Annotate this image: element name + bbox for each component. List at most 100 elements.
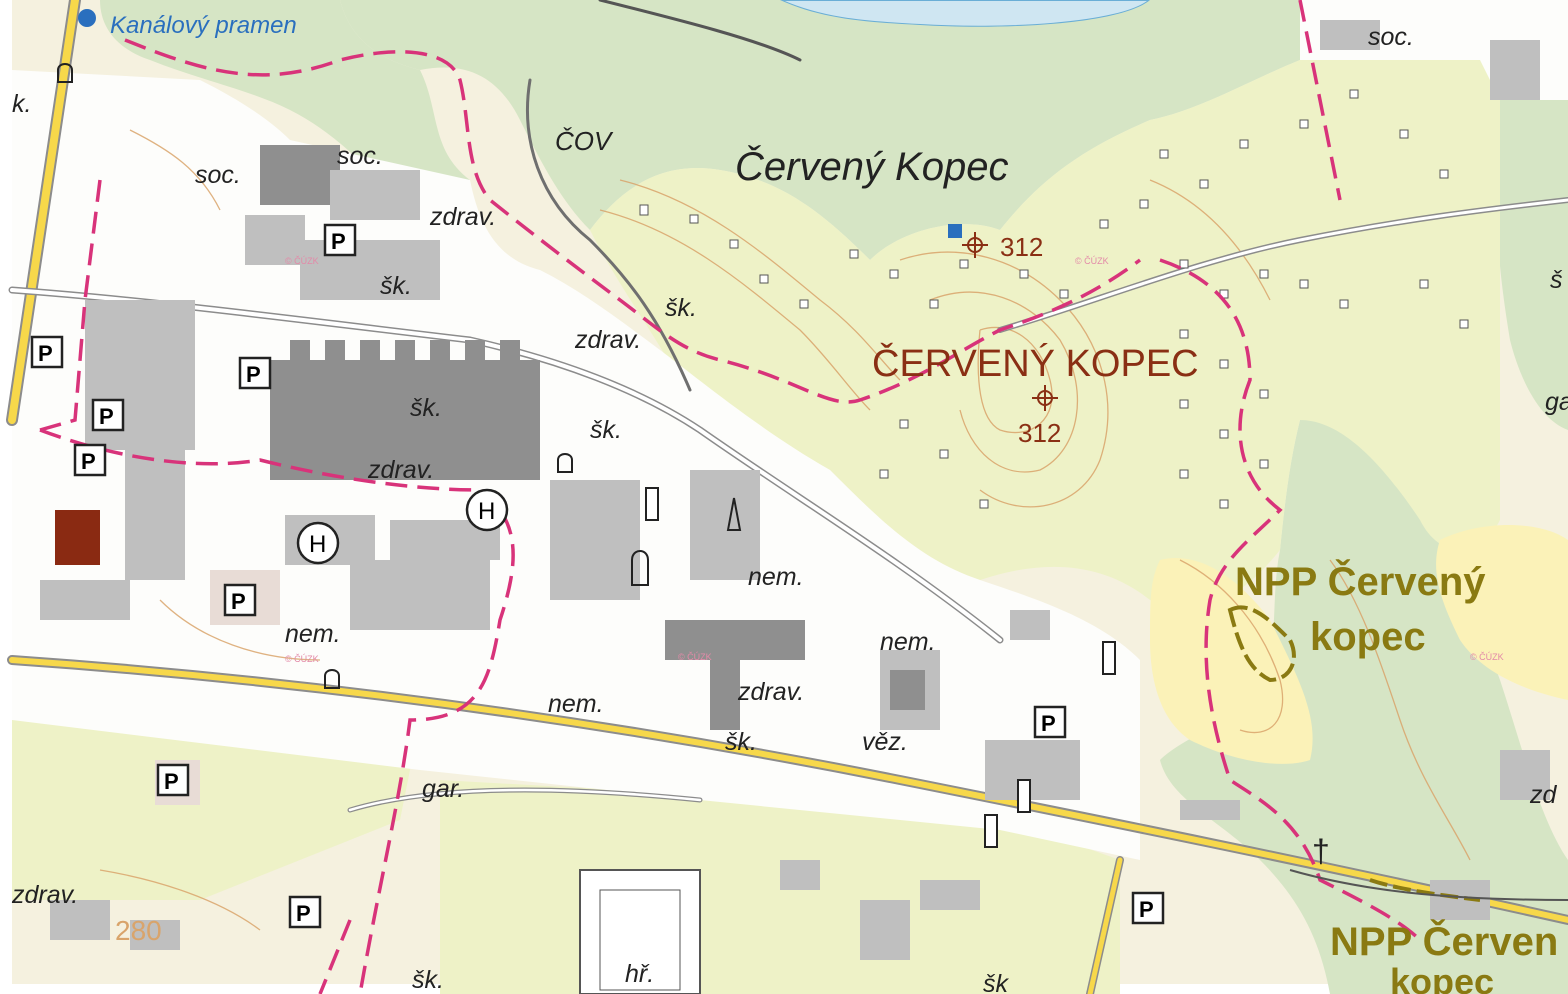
- chimney-icon: [1102, 641, 1116, 675]
- bell-tower-icons: [57, 63, 742, 689]
- parking-icon: P: [1131, 891, 1165, 925]
- svg-text:P: P: [81, 449, 96, 474]
- cov-label[interactable]: ČOV: [555, 126, 614, 156]
- cottages: [639, 89, 1469, 509]
- npp-boundary: [1227, 605, 1296, 683]
- label-soc: soc.: [337, 142, 383, 170]
- chimney-icons: [645, 487, 1116, 848]
- altitude-label: 312: [1000, 232, 1043, 262]
- label-sk: šk.: [412, 966, 444, 994]
- svg-text:© ČÚZK: © ČÚZK: [1470, 652, 1504, 662]
- parking-icon: P: [223, 583, 257, 617]
- bell-tower-icon: [57, 63, 73, 83]
- svg-text:H: H: [309, 531, 326, 558]
- stopping-icon: [726, 497, 742, 531]
- label-zdrav: zd: [1529, 781, 1558, 809]
- label-sk: š: [1550, 266, 1563, 294]
- district-label[interactable]: ČERVENÝ KOPEC: [872, 341, 1199, 385]
- elevation-point-icon: [962, 232, 1058, 411]
- hill-label[interactable]: Červený Kopec: [735, 144, 1008, 189]
- hospital-icon: H: [296, 521, 340, 565]
- altitude-label: 280: [115, 915, 162, 946]
- parking-icon: P: [1033, 705, 1067, 739]
- boundary-lines: [39, 0, 1422, 994]
- parking-icon: P: [156, 763, 190, 797]
- label-k: k.: [12, 90, 31, 118]
- label-zdrav: zdrav.: [574, 326, 641, 354]
- rail-line: [1289, 869, 1568, 901]
- svg-text:© ČÚZK: © ČÚZK: [285, 654, 319, 664]
- survey-point-icon: [948, 224, 962, 238]
- spot-building: [55, 510, 100, 565]
- label-zdrav: zdrav.: [737, 678, 804, 706]
- label-sk: šk.: [590, 416, 622, 444]
- label-nem: nem.: [285, 620, 341, 648]
- contour-lines: [99, 129, 1471, 931]
- parking-icon: P: [323, 223, 357, 257]
- parking-icon: P: [30, 335, 64, 369]
- label-gar: gar: [1545, 388, 1568, 416]
- svg-text:P: P: [246, 362, 261, 387]
- parking-icon: P: [238, 356, 272, 390]
- label-zdrav: zdrav.: [429, 203, 496, 231]
- watermarks: © ČÚZK © ČÚZK © ČÚZK © ČÚZK © ČÚZK: [285, 256, 1504, 664]
- svg-text:H: H: [478, 498, 495, 525]
- buildings: [40, 20, 1550, 994]
- label-hr: hř.: [625, 960, 654, 988]
- svg-text:P: P: [331, 229, 346, 254]
- parking-icon: P: [91, 398, 125, 432]
- svg-text:P: P: [38, 341, 53, 366]
- spring-icon[interactable]: [78, 9, 96, 27]
- label-sk: šk.: [725, 728, 757, 756]
- built-area-main: [12, 70, 1140, 860]
- svg-text:P: P: [1139, 897, 1154, 922]
- label-sk: šk.: [410, 394, 442, 422]
- svg-text:© ČÚZK: © ČÚZK: [285, 256, 319, 266]
- label-sk: šk.: [665, 294, 697, 322]
- svg-text:P: P: [296, 901, 311, 926]
- npp-label-line2[interactable]: kopec: [1310, 615, 1426, 659]
- label-sk: šk.: [380, 272, 412, 300]
- facility-labels: soc. soc. soc. zdrav. zdrav. zdrav. zdra…: [11, 23, 1568, 994]
- label-vez: věz.: [862, 728, 908, 756]
- chimney-icon: [645, 487, 659, 521]
- label-zdrav: zdrav.: [367, 456, 434, 484]
- hospital-icons[interactable]: H H: [296, 488, 509, 565]
- label-soc: soc.: [195, 161, 241, 189]
- parking-icon: P: [288, 895, 322, 929]
- npp-label-south-line2[interactable]: kopec: [1390, 961, 1494, 994]
- bell-tower-icon: [557, 453, 573, 473]
- forest-north: [340, 0, 1300, 260]
- left-margin: [0, 0, 12, 994]
- svg-text:© ČÚZK: © ČÚZK: [1075, 256, 1109, 266]
- svg-text:P: P: [164, 769, 179, 794]
- spring-label[interactable]: Kanálový pramen: [110, 12, 297, 39]
- meadow-hill: [590, 60, 1500, 608]
- label-sk: šk: [983, 970, 1010, 994]
- label-nem: nem.: [748, 563, 804, 591]
- svg-text:P: P: [99, 404, 114, 429]
- parking-icon: P: [73, 443, 107, 477]
- svg-text:P: P: [231, 589, 246, 614]
- sand-npp: [1150, 558, 1313, 764]
- forest-far-east: [1495, 100, 1568, 430]
- stopping-icon: [631, 550, 649, 586]
- parking-icons[interactable]: P P P P P P P P P P: [30, 223, 1165, 929]
- label-nem: nem.: [548, 690, 604, 718]
- svg-text:© ČÚZK: © ČÚZK: [678, 652, 712, 662]
- npp-label-south[interactable]: NPP Červen: [1330, 918, 1558, 964]
- label-gar: gar.: [422, 775, 464, 803]
- chimney-icon: [984, 814, 998, 848]
- cross-icon: †: [1312, 833, 1330, 869]
- altitude-label: 312: [1018, 418, 1061, 448]
- sand-east: [1436, 525, 1568, 700]
- label-zdrav: zdrav.: [11, 881, 78, 909]
- npp-label-line1[interactable]: NPP Červený: [1235, 558, 1486, 604]
- label-soc: soc.: [1368, 23, 1414, 51]
- label-nem: nem.: [880, 628, 936, 656]
- roads: [6, 0, 1568, 994]
- svg-text:P: P: [1041, 711, 1056, 736]
- hospital-icon: H: [465, 488, 509, 532]
